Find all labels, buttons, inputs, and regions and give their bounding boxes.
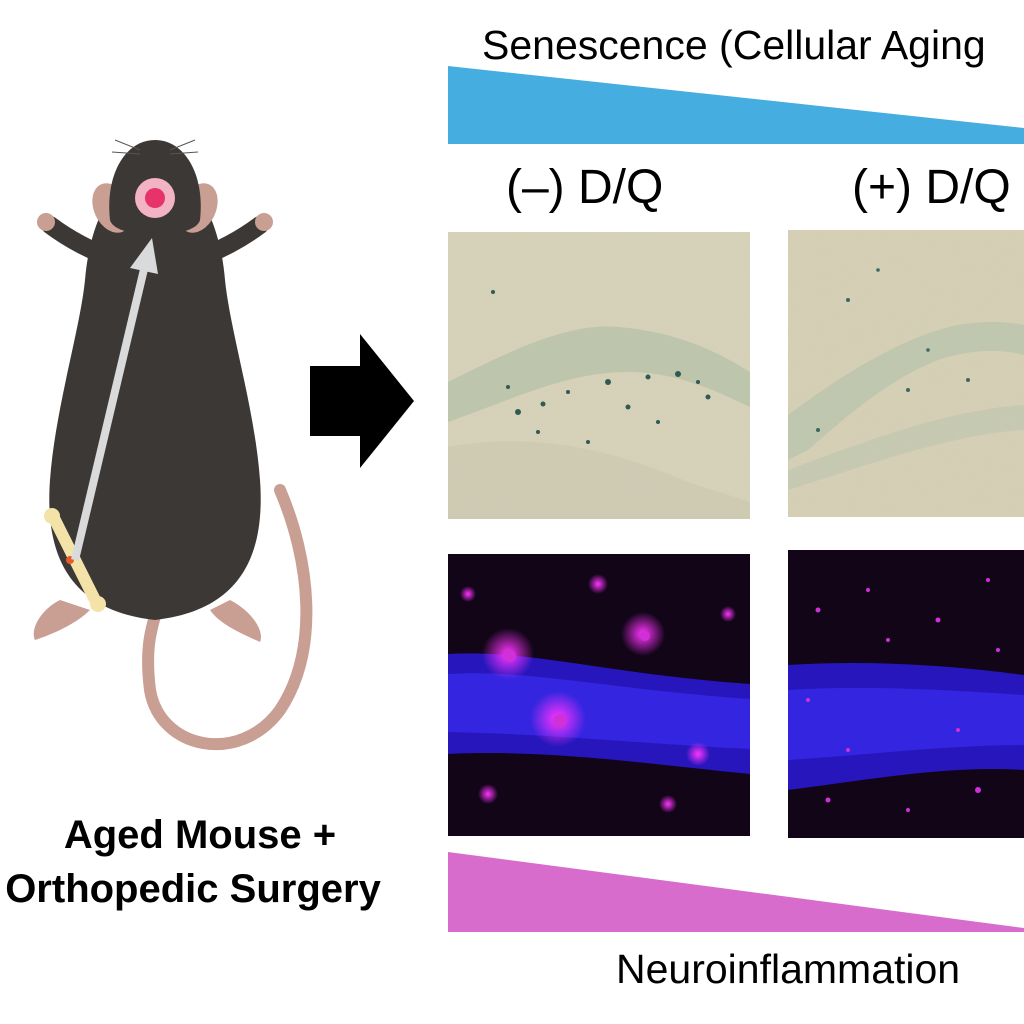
neuroinflammation-wedge [448, 852, 1024, 932]
neuroinflammation-label: Neuroinflammation [616, 946, 961, 992]
column-label-minus-dq: (–) D/Q [506, 161, 664, 214]
caption-line-1: Aged Mouse + [63, 813, 337, 857]
senescence-label: Senescence (Cellular Aging [482, 22, 986, 68]
caption-line-2: Orthopedic Surgery [5, 867, 381, 911]
fluorescence-panel-plus-dq [788, 550, 1024, 838]
mouse-illustration [33, 139, 313, 750]
fluorescence-panel-minus-dq [448, 554, 750, 836]
column-label-plus-dq: (+) D/Q [852, 161, 1011, 214]
senescence-wedge [448, 66, 1024, 144]
histology-panel-plus-dq [788, 230, 1024, 517]
histology-panel-minus-dq [448, 232, 750, 519]
mouse-caption: Aged Mouse + Orthopedic Surgery [0, 808, 400, 916]
right-arrow-icon [310, 334, 414, 468]
